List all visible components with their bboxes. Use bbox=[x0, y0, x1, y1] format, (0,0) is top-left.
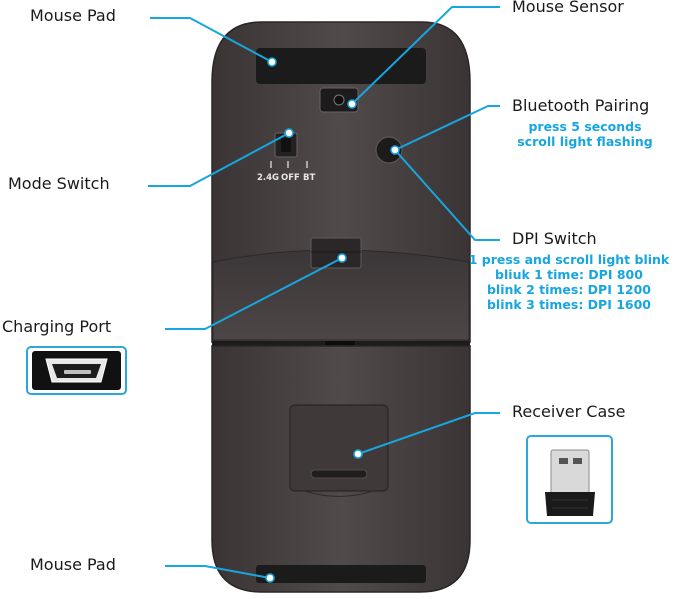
label-bluetooth-pairing: Bluetooth Pairing bbox=[512, 96, 650, 115]
dpi-detail-line: blink 2 times: DPI 1200 bbox=[486, 282, 651, 297]
mode-option-off: OFF bbox=[281, 173, 300, 183]
dpi-switch[interactable] bbox=[310, 237, 362, 269]
label-mode-switch: Mode Switch bbox=[8, 174, 110, 193]
dpi-detail-line: 1 press and scroll light blink bbox=[468, 252, 670, 267]
dpi-details: 1 press and scroll light blink bliuk 1 t… bbox=[462, 252, 676, 312]
label-mouse-sensor: Mouse Sensor bbox=[512, 0, 624, 16]
micro-usb-port-icon bbox=[26, 346, 127, 395]
dpi-detail-line: bliuk 1 time: DPI 800 bbox=[495, 267, 643, 282]
usb-receiver-icon bbox=[526, 435, 613, 524]
bluetooth-detail-line: scroll light flashing bbox=[517, 134, 653, 149]
label-mouse-pad-bottom: Mouse Pad bbox=[30, 555, 116, 574]
label-charging-port: Charging Port bbox=[2, 317, 112, 336]
bluetooth-pairing-button[interactable] bbox=[375, 136, 403, 164]
mode-option-bt: BT bbox=[303, 173, 315, 183]
label-dpi-switch: DPI Switch bbox=[512, 229, 597, 248]
receiver-case[interactable] bbox=[289, 404, 389, 492]
mode-option-2.4g: 2.4G bbox=[257, 173, 279, 183]
bluetooth-detail-line: press 5 seconds bbox=[528, 119, 642, 134]
label-receiver-case: Receiver Case bbox=[512, 402, 626, 421]
label-mouse-pad-top: Mouse Pad bbox=[30, 6, 116, 25]
dpi-detail-line: blink 3 times: DPI 1600 bbox=[486, 297, 651, 312]
bluetooth-details: press 5 seconds scroll light flashing bbox=[510, 119, 660, 149]
mouse-pad-bottom bbox=[256, 565, 426, 583]
mouse-pad-top bbox=[256, 48, 426, 84]
callout-lines bbox=[148, 6, 500, 579]
